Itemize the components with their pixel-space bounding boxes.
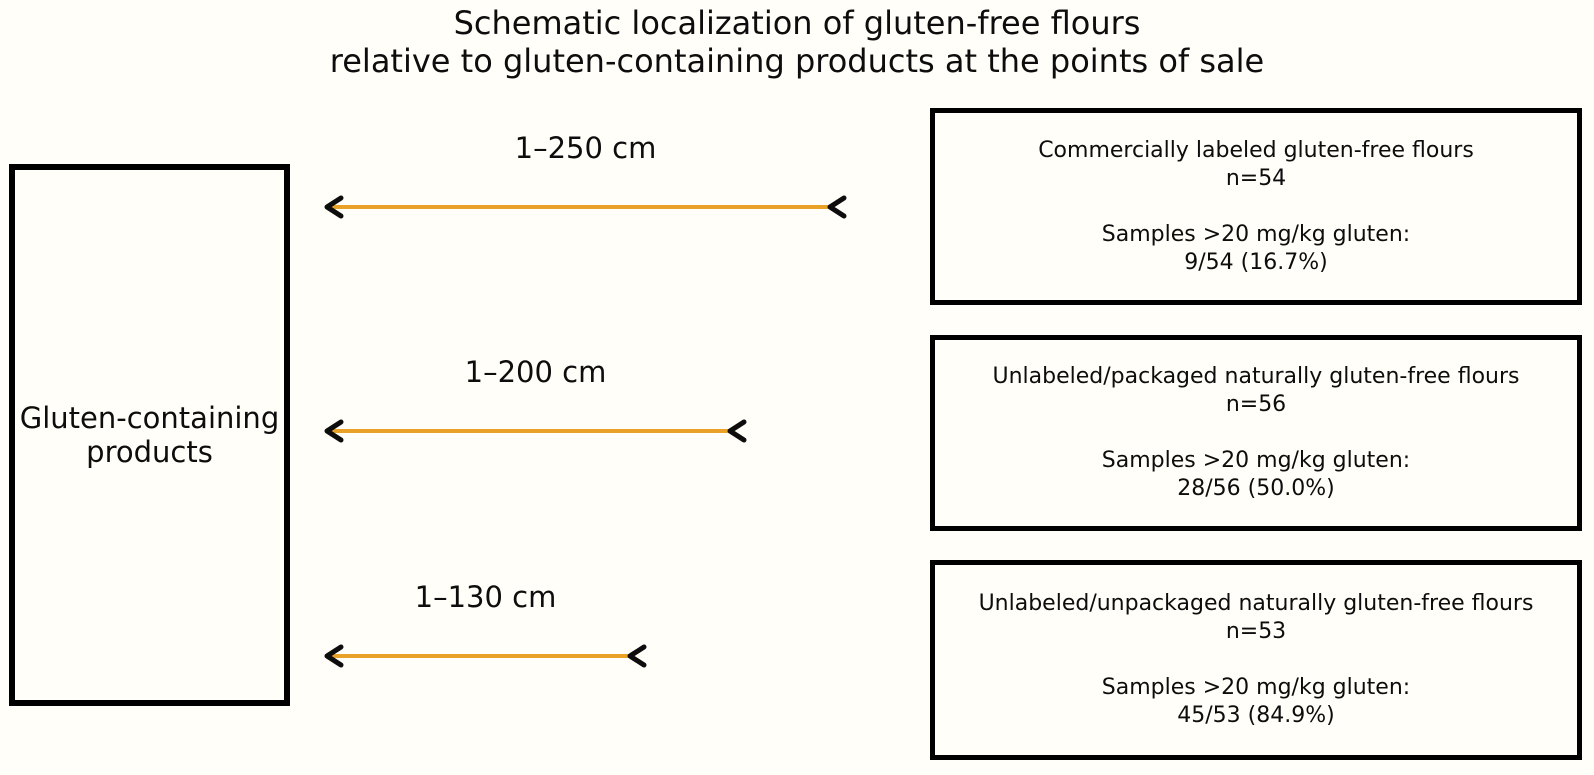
product-box-n: n=56	[1225, 392, 1287, 417]
distance-arrow-group-middle: 1–200 cm	[324, 355, 747, 445]
distance-arrow-top	[324, 195, 847, 219]
arrowhead-right-icon	[827, 195, 847, 219]
gluten-containing-products-box: Gluten-containing products	[9, 164, 290, 706]
arrowhead-left-icon	[324, 419, 344, 443]
product-box-samples-value: 45/53 (84.9%)	[1177, 703, 1335, 728]
arrowhead-right-icon	[627, 644, 647, 668]
source-box-label-line1: Gluten-containing	[19, 401, 280, 435]
figure-title: Schematic localization of gluten-free fl…	[0, 4, 1594, 80]
arrowhead-right-icon	[727, 419, 747, 443]
unlabeled-packaged-flours-box: Unlabeled/packaged naturally gluten-free…	[930, 335, 1582, 531]
commercially-labeled-flours-box: Commercially labeled gluten-free flours …	[930, 108, 1582, 305]
arrowhead-left-icon	[324, 644, 344, 668]
product-box-samples-label: Samples >20 mg/kg gluten:	[1101, 448, 1411, 473]
distance-arrow-group-top: 1–250 cm	[324, 131, 847, 221]
distance-label-bottom: 1–130 cm	[414, 580, 557, 614]
product-box-samples-value: 9/54 (16.7%)	[1184, 249, 1328, 275]
distance-arrow-middle	[324, 419, 747, 443]
product-box-n: n=54	[1225, 165, 1287, 191]
source-box-label-line2: products	[86, 435, 213, 469]
distance-label-top: 1–250 cm	[514, 131, 657, 165]
product-box-samples-label: Samples >20 mg/kg gluten:	[1101, 221, 1411, 247]
distance-arrow-bottom	[324, 644, 647, 668]
product-box-samples-value: 28/56 (50.0%)	[1177, 476, 1335, 501]
distance-label-middle: 1–200 cm	[464, 355, 607, 389]
arrowhead-left-icon	[324, 195, 344, 219]
product-box-title: Commercially labeled gluten-free flours	[1038, 137, 1474, 163]
unlabeled-unpackaged-flours-box: Unlabeled/unpackaged naturally gluten-fr…	[930, 560, 1582, 760]
product-box-title: Unlabeled/packaged naturally gluten-free…	[992, 364, 1520, 389]
figure-title-line2: relative to gluten-containing products a…	[329, 42, 1265, 80]
distance-arrow-group-bottom: 1–130 cm	[324, 580, 647, 670]
product-box-samples-label: Samples >20 mg/kg gluten:	[1101, 675, 1411, 700]
product-box-n: n=53	[1225, 619, 1287, 644]
figure-title-line1: Schematic localization of gluten-free fl…	[453, 4, 1141, 42]
product-box-title: Unlabeled/unpackaged naturally gluten-fr…	[978, 591, 1534, 616]
